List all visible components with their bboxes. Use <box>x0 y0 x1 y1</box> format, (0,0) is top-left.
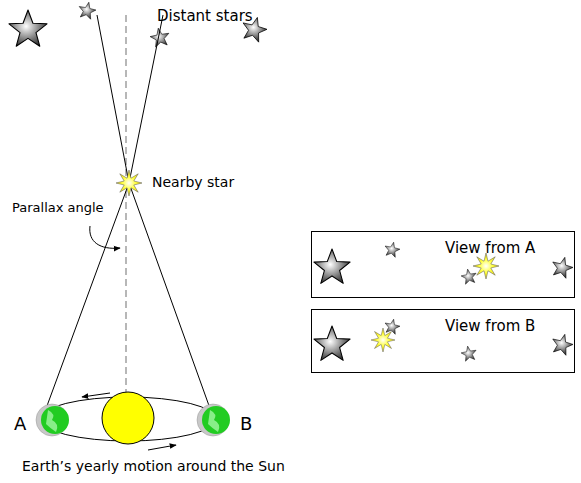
diagram-label: Earth’s yearly motion around the Sun <box>22 458 285 474</box>
distant-star <box>383 241 401 258</box>
distant-star <box>9 10 47 46</box>
diagram-label: A <box>14 413 26 434</box>
sight-line <box>97 15 129 183</box>
distant-star <box>314 326 350 360</box>
view-box: View from B <box>311 309 575 373</box>
diagram-label: Distant stars <box>157 7 253 25</box>
earth <box>36 404 69 436</box>
view-box: View from A <box>311 231 575 298</box>
diagram-label: Parallax angle <box>12 200 104 215</box>
orbit-arrow <box>82 393 110 397</box>
view-title: View from B <box>445 317 535 335</box>
sight-line <box>44 183 129 414</box>
diagram-label: Nearby star <box>152 174 234 190</box>
sight-line <box>129 183 212 414</box>
orbit-arrow <box>148 445 176 450</box>
distant-star <box>383 318 401 335</box>
distant-star <box>314 249 350 283</box>
sight-line <box>129 15 163 183</box>
diagram-label: B <box>240 413 252 434</box>
sun <box>102 392 154 444</box>
distant-star <box>460 268 477 285</box>
nearby-star <box>371 328 395 352</box>
leader-arrow <box>90 226 120 248</box>
earth <box>197 404 230 436</box>
view-title: View from A <box>445 239 535 257</box>
distant-star <box>550 332 575 357</box>
distant-star <box>550 255 575 280</box>
distant-star <box>460 345 477 362</box>
distant-star <box>77 0 97 19</box>
nearby-star <box>116 170 142 196</box>
center-dashed-line <box>125 15 126 392</box>
